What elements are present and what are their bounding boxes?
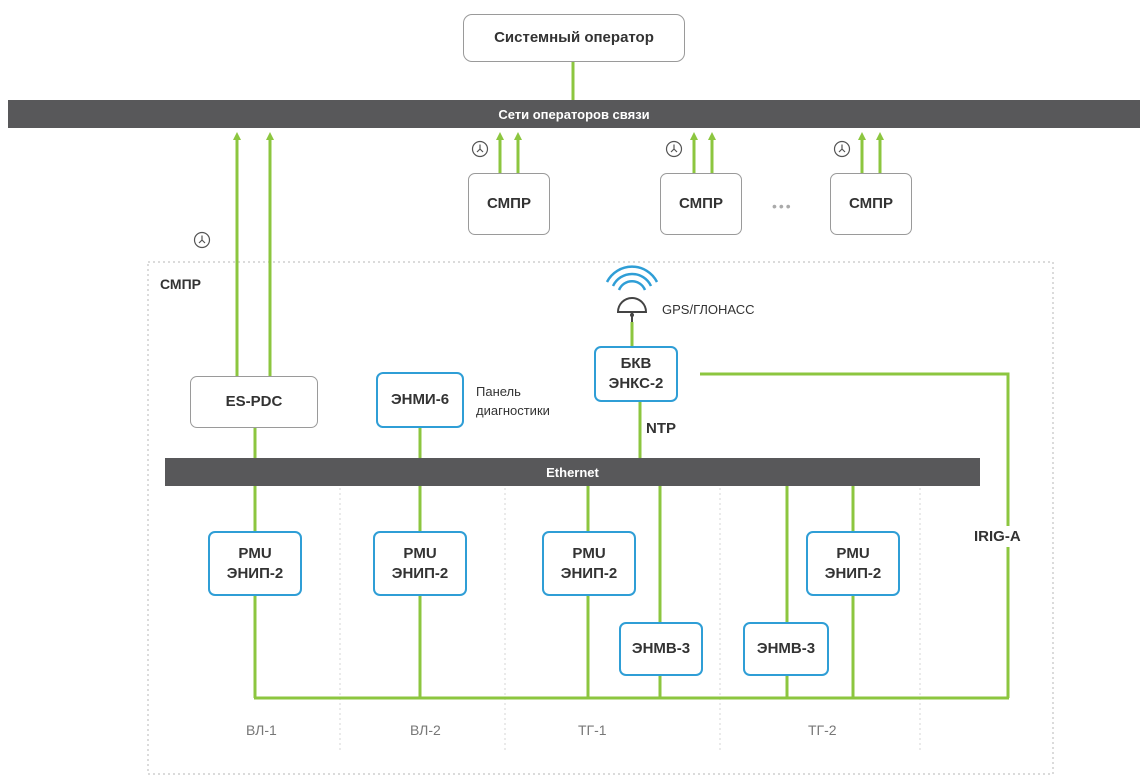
smpr-remote-node-2: СМПР	[660, 173, 742, 235]
bkv-enks2-node: БКВ ЭНКС-2	[594, 346, 678, 402]
enip2-label: ЭНИП-2	[824, 564, 882, 582]
pmu-label: PMU	[403, 544, 437, 562]
smpr-remote-node-1: СМПР	[468, 173, 550, 235]
enmi6-label: ЭНМИ-6	[390, 391, 450, 408]
enmv3-label: ЭНМВ-3	[756, 640, 816, 657]
clock-icon	[665, 140, 683, 158]
smpr-remote-label: СМПР	[487, 195, 531, 212]
enip2-label: ЭНИП-2	[391, 564, 449, 582]
ellipsis: •••	[772, 198, 793, 214]
diagnostics-panel-line1: Панель	[476, 384, 521, 399]
smpr-zone-label: СМПР	[160, 276, 201, 292]
smpr-remote-label: СМПР	[679, 195, 723, 212]
es-pdc-label: ES-PDC	[225, 393, 283, 410]
section-label-tg2: ТГ-2	[808, 722, 837, 738]
system-operator-label: Системный оператор	[494, 29, 654, 46]
enip2-label: ЭНИП-2	[226, 564, 284, 582]
bkv-label: БКВ	[620, 355, 652, 372]
gnss-label: GPS/ГЛОНАСС	[662, 302, 755, 317]
links	[233, 62, 1010, 700]
clock-icon	[471, 140, 489, 158]
section-label-vl2: ВЛ-2	[410, 722, 441, 738]
diagnostics-panel-line2: диагностики	[476, 403, 550, 418]
irig-a-label: IRIG-A	[974, 526, 1021, 547]
pmu-label: PMU	[238, 544, 272, 562]
enks2-label: ЭНКС-2	[608, 375, 664, 392]
enmi6-node: ЭНМИ-6	[376, 372, 464, 428]
ntp-label: NTP	[646, 420, 676, 437]
telecom-networks-bus: Сети операторов связи	[8, 100, 1140, 128]
ethernet-bus: Ethernet	[165, 458, 980, 486]
ethernet-label: Ethernet	[546, 464, 599, 480]
pmu-label: PMU	[572, 544, 606, 562]
pmu-enip2-node: PMU ЭНИП-2	[373, 531, 467, 596]
enip2-label: ЭНИП-2	[560, 564, 618, 582]
pmu-enip2-node: PMU ЭНИП-2	[542, 531, 636, 596]
telecom-networks-label: Сети операторов связи	[498, 106, 650, 122]
clock-icon	[193, 231, 211, 249]
pmu-enip2-node: PMU ЭНИП-2	[208, 531, 302, 596]
smpr-remote-node-3: СМПР	[830, 173, 912, 235]
system-operator-node: Системный оператор	[463, 14, 685, 62]
smpr-zone	[147, 261, 1054, 775]
section-label-tg1: ТГ-1	[578, 722, 607, 738]
gnss-antenna-icon	[616, 297, 648, 322]
diagnostics-panel-label: Панель диагностики	[476, 382, 550, 420]
enmv3-node: ЭНМВ-3	[743, 622, 829, 676]
smpr-remote-label: СМПР	[849, 195, 893, 212]
section-label-vl1: ВЛ-1	[246, 722, 277, 738]
wireless-signal-icon	[605, 265, 659, 291]
pmu-label: PMU	[836, 544, 870, 562]
es-pdc-node: ES-PDC	[190, 376, 318, 428]
pmu-enip2-node: PMU ЭНИП-2	[806, 531, 900, 596]
section-dividers	[339, 488, 921, 750]
enmv3-label: ЭНМВ-3	[631, 640, 691, 657]
enmv3-node: ЭНМВ-3	[619, 622, 703, 676]
clock-icon	[833, 140, 851, 158]
